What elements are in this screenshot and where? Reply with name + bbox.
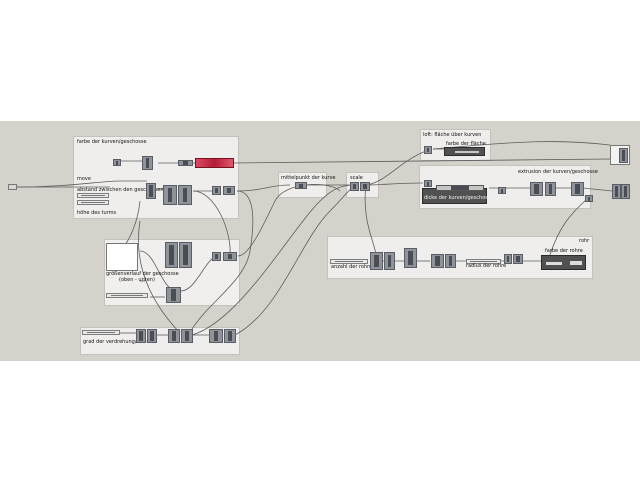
anzahl-slider[interactable] xyxy=(330,259,368,264)
area-component[interactable] xyxy=(295,182,307,189)
divide-curve-b[interactable] xyxy=(384,252,395,270)
farbe-kurven-label: farbe der kurven/geschosse xyxy=(77,139,147,145)
divide-curve-a[interactable] xyxy=(370,252,383,270)
mittelpunkt-label: mittelpunkt der kurve xyxy=(281,175,336,181)
farbe-rohre-label: farbe der rohre xyxy=(545,248,583,254)
radius-slider[interactable] xyxy=(466,259,501,264)
abstand-label: abstand zwischen den geschossen xyxy=(77,187,164,193)
rotate-component-b[interactable] xyxy=(181,329,193,343)
cap-component-b[interactable] xyxy=(545,182,556,196)
loft-label: loft: fläche über kurven xyxy=(423,132,482,138)
output-node[interactable] xyxy=(585,195,593,202)
brep-join-component[interactable] xyxy=(571,182,584,196)
flip-matrix-component[interactable] xyxy=(404,248,417,268)
wires-layer xyxy=(15,141,613,336)
grad-label: grad der verdrehung/rotation xyxy=(83,339,157,345)
vector-z-component[interactable] xyxy=(178,185,192,205)
bounds-component[interactable] xyxy=(179,242,192,268)
loft-component[interactable] xyxy=(424,146,432,154)
graph-mapper[interactable] xyxy=(106,243,138,271)
interpolate-a[interactable] xyxy=(431,254,444,268)
scale-node-a[interactable] xyxy=(350,182,359,191)
abstand-slider[interactable] xyxy=(77,193,109,198)
custom-preview-component[interactable] xyxy=(178,160,193,166)
color-param-component[interactable] xyxy=(113,159,121,166)
pipe-component-b[interactable] xyxy=(513,254,523,264)
bake-component[interactable] xyxy=(619,148,628,163)
rotate-component-c[interactable] xyxy=(209,329,223,343)
dicke-slider[interactable] xyxy=(436,185,484,191)
remap-component[interactable] xyxy=(165,242,178,268)
division-component[interactable] xyxy=(166,287,181,303)
anzahl-label: anzahl der rohre xyxy=(331,264,373,270)
farbe-flaeche-label: farbe der fläche xyxy=(446,141,486,147)
multiply-component[interactable] xyxy=(146,183,156,199)
move-component-b[interactable] xyxy=(223,186,235,195)
preview-component[interactable] xyxy=(142,156,153,170)
extrusion-label: extrusion der kurven/geschosse xyxy=(518,169,598,175)
extrusion-preview-a[interactable] xyxy=(612,184,621,199)
color-swatch-kurven[interactable] xyxy=(195,158,234,168)
extrusion-preview-b[interactable] xyxy=(621,184,630,199)
rotate-component-a[interactable] xyxy=(168,329,180,343)
move-component-a[interactable] xyxy=(212,186,221,195)
series-component[interactable] xyxy=(163,185,177,205)
range-component[interactable] xyxy=(147,329,157,343)
scale-component-b[interactable] xyxy=(223,252,237,261)
rotation-slider[interactable] xyxy=(82,330,120,335)
pipe-component-a[interactable] xyxy=(504,254,512,264)
point-param-node[interactable] xyxy=(8,184,17,190)
group-farbe-kurven[interactable] xyxy=(73,136,239,219)
rotate-component-d[interactable] xyxy=(224,329,236,343)
radius-label: radius der rohre xyxy=(466,263,507,269)
oben-unten-label: (oben - unten) xyxy=(119,277,155,283)
dicke-label: dicke der kurven/geschosse xyxy=(424,195,494,201)
rohr-label: rohr xyxy=(579,238,590,244)
radians-component[interactable] xyxy=(136,329,146,343)
color-swatch-rohre[interactable] xyxy=(541,255,586,270)
hoehe-slider[interactable] xyxy=(77,200,109,205)
grasshopper-canvas[interactable]: farbe der kurven/geschosse move abstand … xyxy=(0,121,640,361)
hoehe-label: höhe des turms xyxy=(77,210,117,216)
interpolate-b[interactable] xyxy=(445,254,456,268)
groessenverlauf-label: größenverlauf der geschosse xyxy=(106,271,179,277)
scale-component-a[interactable] xyxy=(212,252,221,261)
extrude-input[interactable] xyxy=(424,180,432,187)
move-label: move xyxy=(77,176,91,182)
extrude-component[interactable] xyxy=(498,187,506,194)
cap-component-a[interactable] xyxy=(530,182,543,196)
empty-area-top xyxy=(0,0,640,121)
color-swatch-flaeche[interactable] xyxy=(444,147,485,156)
empty-area-bottom xyxy=(0,361,640,480)
groesse-slider[interactable] xyxy=(106,293,148,298)
scale-label: scale xyxy=(350,175,363,181)
scale-node-b[interactable] xyxy=(360,182,370,191)
